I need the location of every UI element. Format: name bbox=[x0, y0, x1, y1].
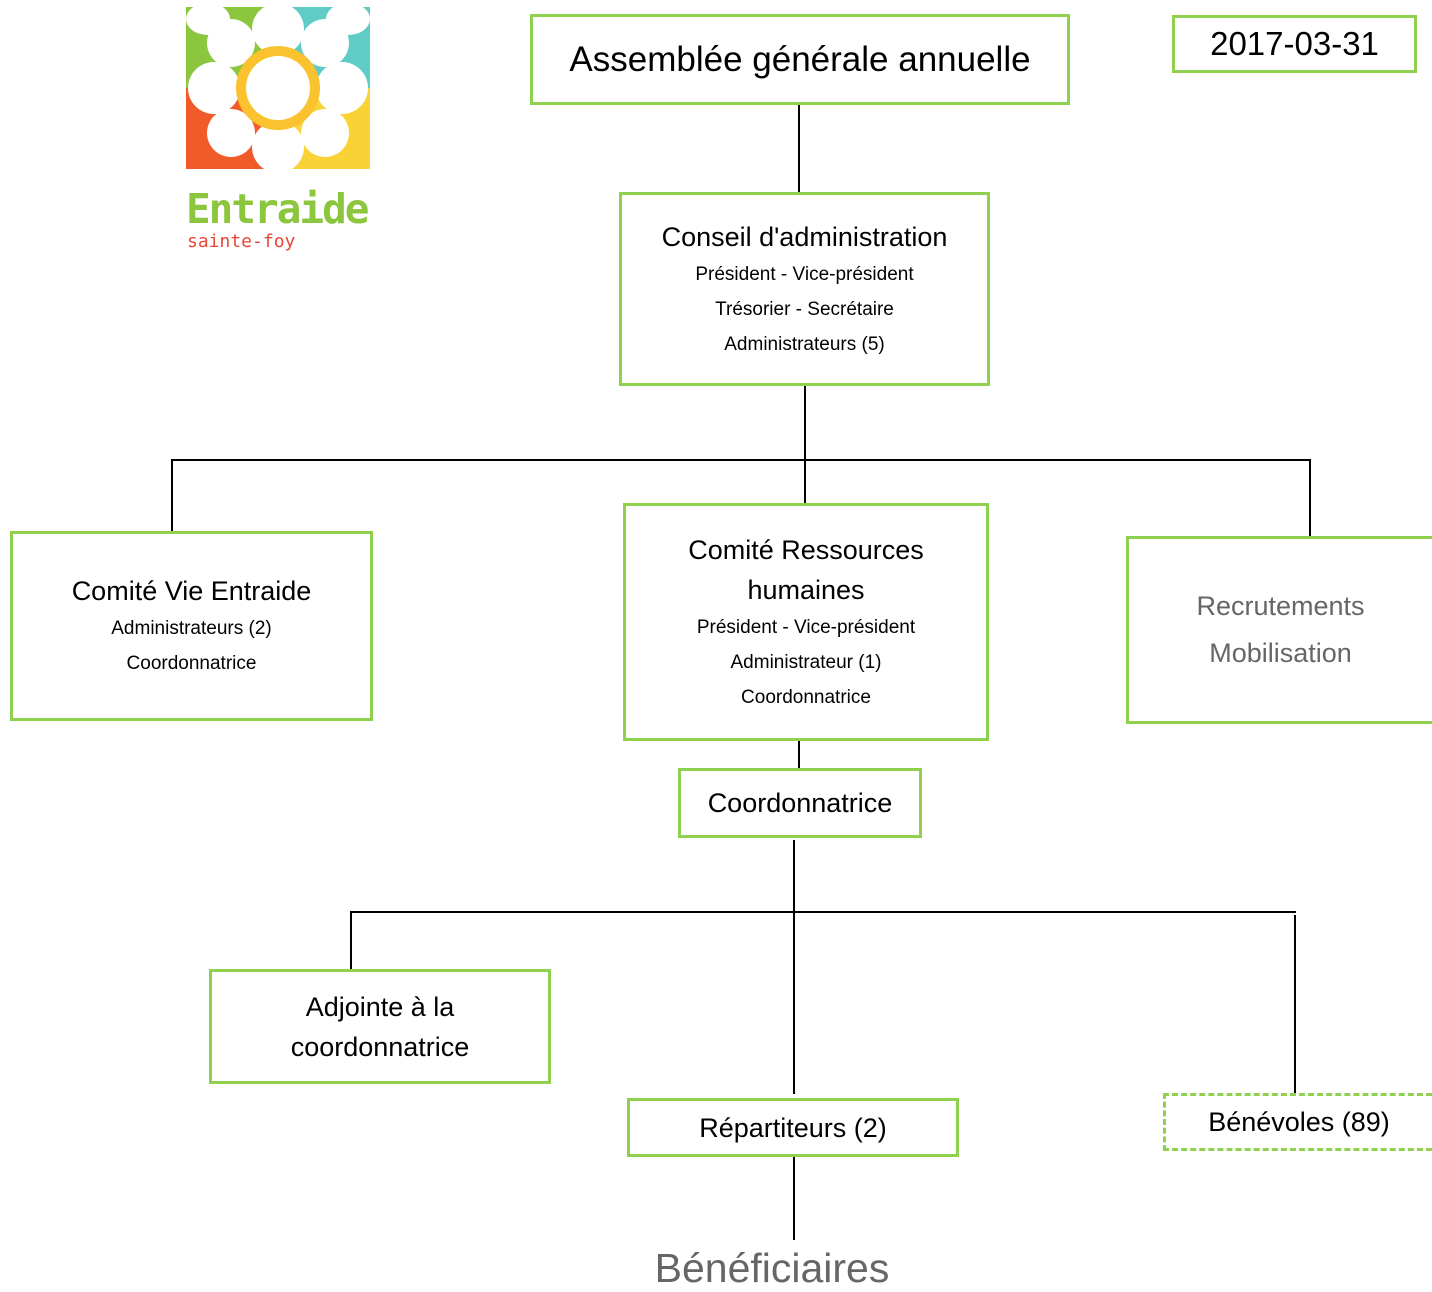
repartiteurs-box: Répartiteurs (2) bbox=[627, 1098, 959, 1157]
logo-wordmark: Entraide bbox=[186, 185, 369, 233]
adjointe-box: Adjointe à la coordonnatrice bbox=[209, 969, 551, 1084]
conseil-member-line: Président - Vice-président bbox=[695, 263, 914, 285]
benevoles-title: Bénévoles (89) bbox=[1208, 1107, 1390, 1137]
connector-line bbox=[1309, 459, 1311, 539]
connector-line bbox=[793, 840, 795, 1094]
beneficiaires-label: Bénéficiaires bbox=[654, 1245, 890, 1291]
recrutements-label: Recrutements bbox=[1196, 591, 1365, 621]
connector-line bbox=[798, 105, 800, 194]
coordonnatrice-box: Coordonnatrice bbox=[678, 768, 922, 838]
connector-line bbox=[171, 459, 1311, 461]
comite-vie-member-line: Coordonnatrice bbox=[126, 653, 257, 674]
logo-tagline: sainte-foy bbox=[187, 231, 296, 252]
comite-rh-box: Comité Ressources humaines Président - V… bbox=[623, 503, 989, 741]
connector-line bbox=[171, 459, 173, 544]
benevoles-box: Bénévoles (89) bbox=[1163, 1093, 1432, 1151]
adjointe-title: coordonnatrice bbox=[290, 1031, 470, 1062]
conseil-member-line: Administrateurs (5) bbox=[724, 333, 885, 355]
connector-line bbox=[793, 1155, 795, 1240]
sunflower-logo-icon bbox=[186, 7, 370, 169]
date-label: 2017-03-31 bbox=[1210, 25, 1379, 62]
repartiteurs-title: Répartiteurs (2) bbox=[699, 1112, 887, 1143]
connector-line bbox=[350, 911, 1296, 913]
connector-line bbox=[804, 386, 806, 506]
comite-rh-title: humaines bbox=[747, 574, 865, 605]
comite-vie-box: Comité Vie Entraide Administrateurs (2) … bbox=[10, 531, 373, 721]
assemblee-title: Assemblée générale annuelle bbox=[569, 39, 1031, 79]
comite-vie-title: Comité Vie Entraide bbox=[71, 576, 312, 606]
comite-rh-member-line: Président - Vice-président bbox=[696, 616, 916, 638]
date-box: 2017-03-31 bbox=[1172, 15, 1417, 73]
entraide-logo: Entraide sainte-foy bbox=[186, 7, 370, 260]
comite-rh-member-line: Coordonnatrice bbox=[741, 686, 871, 708]
mobilisation-label: Mobilisation bbox=[1209, 638, 1352, 668]
comite-rh-title: Comité Ressources bbox=[688, 534, 924, 565]
conseil-title: Conseil d'administration bbox=[661, 221, 948, 252]
connector-line bbox=[1294, 915, 1296, 1095]
connector-line bbox=[798, 740, 800, 770]
recrutements-box: Recrutements Mobilisation bbox=[1126, 536, 1432, 724]
coordonnatrice-title: Coordonnatrice bbox=[707, 788, 893, 818]
connector-line bbox=[350, 911, 352, 971]
comite-rh-member-line: Administrateur (1) bbox=[730, 651, 882, 673]
assemblee-box: Assemblée générale annuelle bbox=[530, 14, 1070, 105]
conseil-box: Conseil d'administration Président - Vic… bbox=[619, 192, 990, 386]
conseil-member-line: Trésorier - Secrétaire bbox=[715, 298, 894, 320]
comite-vie-member-line: Administrateurs (2) bbox=[111, 618, 272, 639]
adjointe-title: Adjointe à la bbox=[305, 991, 455, 1022]
